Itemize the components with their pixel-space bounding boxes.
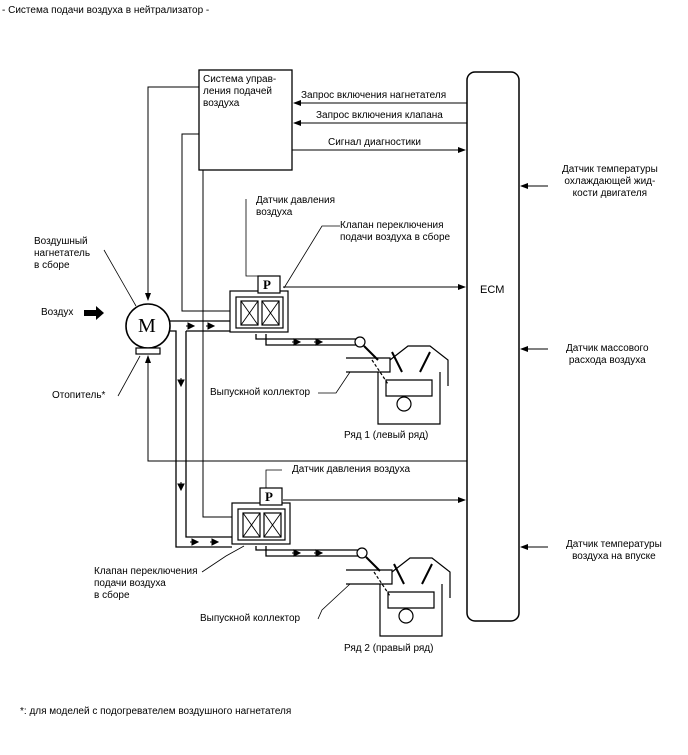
p-symbol-bank2: P: [265, 489, 273, 504]
engine-bank2: [346, 547, 451, 637]
pressure-sensor-bank2: [259, 487, 283, 506]
engine-bank1: [346, 336, 449, 425]
pressure-sensor-bank1-label: Датчик давления воздуха: [256, 195, 336, 218]
air-duct: [170, 320, 360, 557]
blower-request-label: Запрос включения нагнетателя: [301, 90, 447, 101]
valve-assembly-bank1-label: Клапан переключения подачи воздуха в сбо…: [340, 220, 451, 243]
pressure-sensor-bank1: [257, 275, 281, 294]
heater-control-line: [145, 355, 467, 462]
valve-assembly-bank1: [229, 275, 289, 333]
bank2-label: Ряд 2 (правый ряд): [344, 643, 434, 654]
footnote: *: для моделей с подогревателем воздушно…: [20, 706, 292, 717]
iat-sensor-label: Датчик температуры воздуха на впуске: [566, 539, 662, 562]
blower-assembly-label: Воздушный нагнетатель в сборе: [34, 236, 91, 271]
valve-assembly-bank2-label: Клапан переключения подачи воздуха в сбо…: [94, 566, 198, 601]
valve-assembly-bank2: [231, 487, 291, 545]
blower-motor-symbol: M: [138, 315, 156, 337]
bank1-label: Ряд 1 (левый ряд): [344, 430, 429, 441]
coolant-temp-sensor-label: Датчик температуры охлаждающей жид- кост…: [562, 164, 658, 199]
air-label: Воздух: [41, 307, 74, 318]
exhaust-manifold-bank2-label: Выпускной коллектор: [200, 613, 301, 624]
exhaust-manifold-bank1-label: Выпускной коллектор: [210, 387, 311, 398]
ecm-label: ECM: [480, 284, 505, 296]
control-to-valve2-line: [202, 170, 232, 518]
heater-label: Отопитель*: [52, 390, 106, 401]
heater-element: [135, 347, 161, 355]
leader-lines: [103, 199, 351, 620]
diagram-title: - Система подачи воздуха в нейтрализатор…: [2, 5, 210, 16]
p-symbol-bank1: P: [263, 277, 271, 292]
ecm-box: [466, 71, 520, 622]
air-inlet-arrow: [84, 306, 104, 320]
maf-sensor-label: Датчик массового расхода воздуха: [566, 343, 649, 366]
control-to-valve1-line: [181, 133, 230, 312]
control-to-blower-line: [145, 86, 199, 301]
diagnostic-signal-label: Сигнал диагностики: [328, 137, 421, 148]
pressure-sensor-bank2-label: Датчик давления воздуха: [292, 464, 411, 475]
control-system-box: [198, 69, 293, 171]
flow-arrows: [177, 322, 324, 557]
valve-request-label: Запрос включения клапана: [316, 110, 443, 121]
control-system-label: Система управ- ления подачей воздуха: [203, 74, 277, 109]
